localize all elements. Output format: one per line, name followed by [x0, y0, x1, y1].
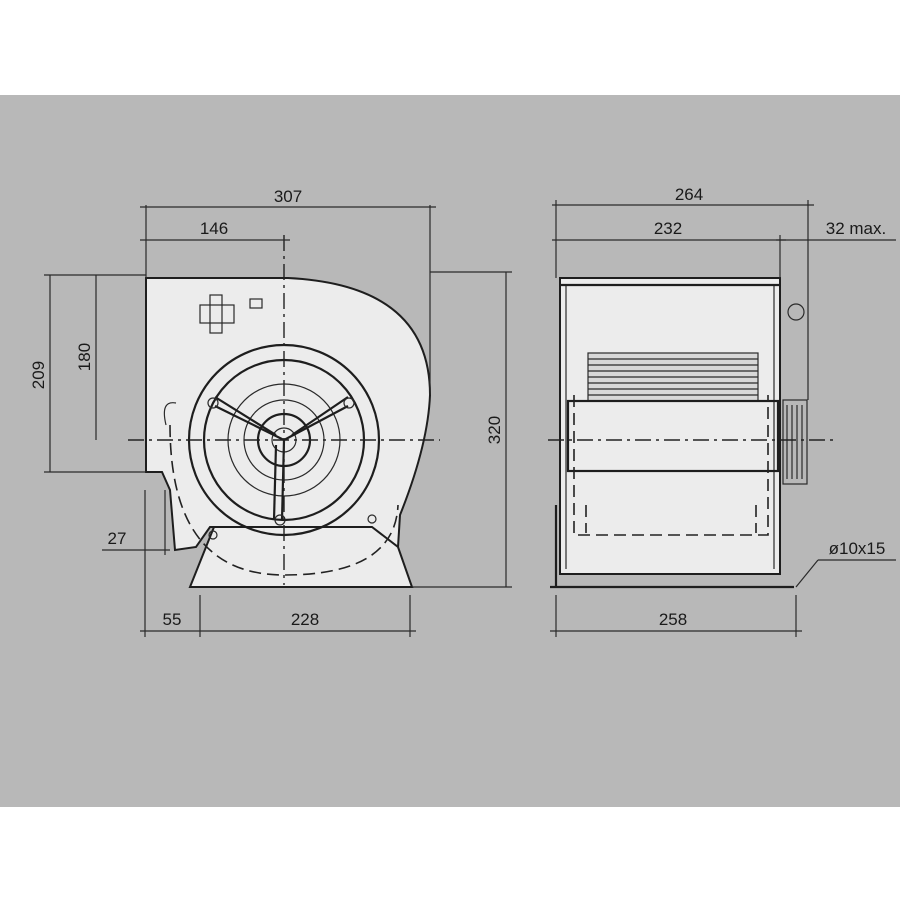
- base-foot: [188, 526, 414, 588]
- dim-258: 258: [659, 610, 687, 629]
- dim-55: 55: [163, 610, 182, 629]
- terminal-block-icon: [199, 294, 263, 334]
- dim-228: 228: [291, 610, 319, 629]
- dim-320: 320: [485, 416, 504, 444]
- arm-bolt-bottom: [274, 514, 286, 526]
- dim-180: 180: [75, 343, 94, 371]
- housing-tongue: [163, 402, 177, 426]
- hole-leader: [795, 559, 819, 588]
- motor-band: [566, 399, 780, 473]
- side-view: [548, 200, 896, 637]
- foot-hole-right: [367, 514, 377, 524]
- dim-232: 232: [654, 219, 682, 238]
- motor-end: [782, 399, 808, 485]
- arm-bolt-left: [207, 397, 219, 409]
- dim-146: 146: [200, 219, 228, 238]
- housing-side: [559, 277, 781, 575]
- mounting-lug: [787, 303, 805, 321]
- dim-307: 307: [274, 187, 302, 206]
- arm-bolt-right: [343, 397, 355, 409]
- front-view: [44, 205, 512, 637]
- dim-32-max: 32 max.: [826, 219, 886, 238]
- side-wheel-hidden: [573, 395, 769, 536]
- dim-27: 27: [108, 529, 127, 548]
- impeller-blades: [587, 352, 759, 402]
- dim-209: 209: [29, 361, 48, 389]
- technical-drawing: 307 146 209 180 320 27 55 228 264 232 32…: [0, 95, 900, 807]
- wheel-hidden-outline: [169, 424, 399, 576]
- dim-264: 264: [675, 185, 703, 204]
- foot-hole-left: [208, 530, 218, 540]
- dim-hole: ø10x15: [829, 539, 886, 558]
- drawing-sheet: 307 146 209 180 320 27 55 228 264 232 32…: [0, 95, 900, 807]
- motor-fins: [786, 405, 803, 479]
